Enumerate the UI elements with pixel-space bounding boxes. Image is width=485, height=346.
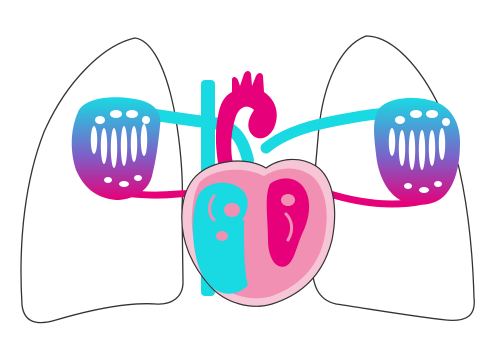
right-capillary-bed: [374, 98, 460, 205]
left-capillary-bed: [72, 97, 161, 200]
